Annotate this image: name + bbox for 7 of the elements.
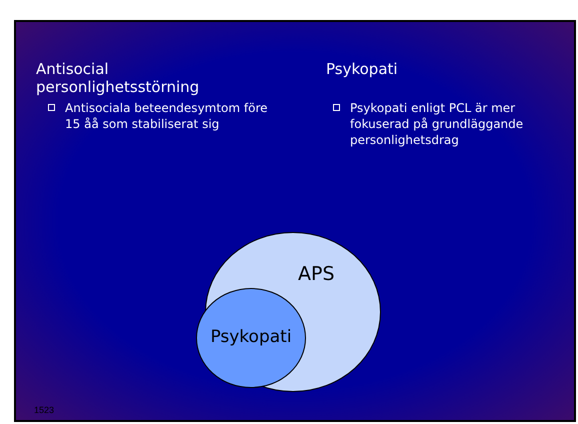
heading: Psykopati bbox=[326, 60, 399, 78]
bullet-text: Antisociala beteendesymtom före 15 åå som stabiliserat sig bbox=[65, 100, 269, 132]
bullet-text: Psykopati enligt PCL är mer fokuserad på grundläggande personlighetsdrag bbox=[350, 100, 524, 148]
slide-number: 1523 bbox=[34, 404, 54, 417]
ellipse-label: APS bbox=[298, 263, 335, 285]
heading: Antisocial personlighetsstörning bbox=[36, 60, 200, 96]
ellipse-label: Psykopati bbox=[210, 326, 292, 350]
